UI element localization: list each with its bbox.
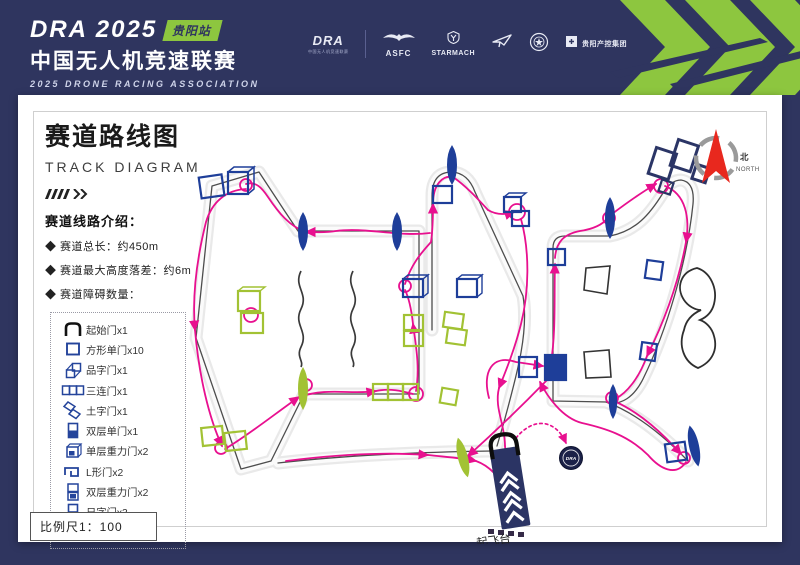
track-diagram: 起飞台 DRA 北 NORTH	[189, 129, 760, 544]
legend-item-double-single-gate: 双层单门x1	[59, 420, 181, 440]
north-label-en: NORTH	[736, 167, 760, 173]
round-emblem-icon	[529, 32, 549, 57]
wavy-line	[297, 270, 305, 368]
legend-item-square-gate: 方形单门x10	[59, 339, 181, 359]
wavy-line	[349, 270, 357, 368]
legend-item-l-gate: L形门x2	[59, 461, 181, 481]
square-logo-icon	[565, 35, 578, 53]
inner-frame	[33, 111, 767, 527]
single-gravity-gate-icon	[59, 442, 86, 460]
start-arch-gate	[488, 432, 521, 460]
pin-gate-cluster	[502, 192, 531, 228]
stacked-cube-gate	[236, 286, 267, 335]
page-title: 赛道路线图	[45, 123, 181, 151]
sponsor-emblem	[529, 32, 549, 57]
north-label-cn: 北	[740, 152, 749, 162]
tu-gate-icon	[59, 400, 86, 420]
trapezoid-obstacle	[583, 349, 612, 379]
track-length: ◆ 赛道总长：约450m	[45, 241, 159, 253]
double-gravity-gate-icon	[59, 482, 86, 502]
north-arrow	[702, 129, 730, 183]
sponsor-guiyang: 贵阳产控集团	[565, 35, 627, 53]
north-indicator: 北 NORTH	[693, 129, 760, 183]
sponsor-strip: DRA 中国无人机竞速联赛 ASFC STARMACH	[308, 30, 627, 59]
stacked-gate	[402, 313, 425, 348]
triple-gate-icon	[59, 381, 86, 399]
logo-english-name: 2025 DRONE RACING ASSOCIATION	[30, 79, 260, 89]
sponsor-starmach: STARMACH	[432, 30, 476, 58]
cube-gate	[226, 165, 257, 196]
paper-plane-icon	[491, 33, 513, 54]
logo-title: DRA 2025	[30, 16, 158, 43]
info-panel: 赛道路线图 TRACK DIAGRAM 赛道线路介绍： ◆ 赛道总长：约450m…	[45, 117, 210, 550]
landing-dotted-path	[515, 422, 567, 445]
cube-gate	[401, 273, 430, 299]
l-gate-icon	[59, 463, 86, 479]
bat-obstacle	[679, 267, 717, 369]
pin-gate-icon	[59, 361, 86, 379]
cube-gate	[455, 273, 484, 299]
intro-heading: 赛道线路介绍：	[45, 214, 144, 229]
divider	[364, 30, 366, 59]
stripe-decoration	[45, 189, 210, 199]
green-gates	[199, 286, 470, 478]
legend-item-tu-gate: 土字门x1	[59, 400, 181, 420]
logo-chinese-name: 中国无人机竞速联赛	[30, 50, 237, 73]
legend-item-pin-gate: 品字门x1	[59, 360, 181, 380]
city-badge: 贵阳站	[162, 19, 223, 41]
header-chevrons	[610, 0, 800, 95]
legend-item-triple-gate: 三连门x1	[59, 380, 181, 400]
triple-gate	[371, 382, 420, 402]
pad-label: DRA	[566, 456, 577, 462]
landing-pad: DRA	[559, 446, 583, 470]
sponsor-plane-logo	[491, 33, 513, 55]
stacked-gate	[441, 310, 469, 347]
legend: 起始门x1 方形单门x10 品字门x1 三连门x1 土字门x1	[50, 312, 186, 550]
sponsor-dra: DRA 中国无人机竞速联赛	[308, 33, 349, 54]
double-single-gate-icon	[59, 421, 86, 440]
page-subtitle: TRACK DIAGRAM	[45, 159, 201, 175]
obstacle-count-heading: ◆ 赛道障碍数量：	[45, 289, 141, 301]
obstacles	[297, 265, 717, 379]
start-gate-icon	[59, 320, 86, 338]
event-logo: DRA 2025 贵阳站 中国无人机竞速联赛 2025 DRONE RACING…	[30, 16, 260, 89]
shield-icon	[447, 30, 460, 49]
legend-item-start-gate: 起始门x1	[59, 319, 181, 339]
wings-icon	[382, 30, 416, 48]
sponsor-asfc: ASFC	[382, 30, 416, 58]
square-gate-icon	[59, 340, 86, 358]
legend-item-single-gravity-gate: 单层重力门x2	[59, 441, 181, 461]
blue-gates	[197, 145, 701, 467]
trapezoid-obstacle	[583, 265, 611, 295]
scale-indicator: 比例尺1：100	[30, 512, 157, 541]
legend-item-double-gravity-gate: 双层重力门x2	[59, 481, 181, 501]
track-height-diff: ◆ 赛道最大高度落差：约6m	[45, 265, 192, 277]
track-diagram-card: 赛道路线图 TRACK DIAGRAM 赛道线路介绍： ◆ 赛道总长：约450m…	[18, 95, 782, 550]
